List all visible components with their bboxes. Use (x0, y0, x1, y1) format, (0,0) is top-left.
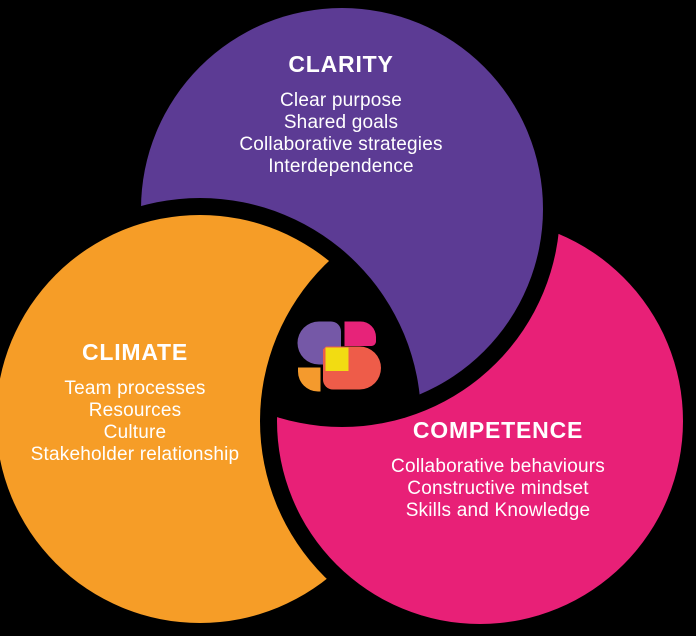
logo-pink-shape (344, 321, 376, 346)
climate-section: CLIMATE Team processes Resources Culture… (0, 340, 280, 466)
competence-title: COMPETENCE (412, 417, 584, 443)
logo-orange-shape (298, 367, 321, 392)
climate-item: Resources (88, 400, 182, 421)
climate-item: Culture (103, 422, 167, 443)
clarity-item: Clear purpose (280, 90, 402, 111)
clarity-section: CLARITY Clear purpose Shared goals Colla… (171, 52, 511, 178)
competence-section: COMPETENCE Collaborative behaviours Cons… (338, 418, 658, 522)
clarity-item: Collaborative strategies (239, 134, 443, 155)
brand-logo-icon (297, 321, 381, 392)
clarity-title: CLARITY (288, 51, 394, 77)
climate-item: Team processes (64, 378, 206, 399)
competence-item: Collaborative behaviours (391, 456, 605, 477)
competence-item: Skills and Knowledge (405, 500, 591, 521)
logo-yellow-shape (325, 347, 349, 371)
clarity-item: Shared goals (283, 112, 399, 133)
competence-item: Constructive mindset (407, 478, 589, 499)
clarity-item: Interdependence (268, 156, 414, 177)
climate-title: CLIMATE (81, 339, 189, 365)
climate-item: Stakeholder relationship (30, 444, 240, 465)
competence-circle (277, 218, 683, 624)
climate-circle (0, 215, 404, 623)
